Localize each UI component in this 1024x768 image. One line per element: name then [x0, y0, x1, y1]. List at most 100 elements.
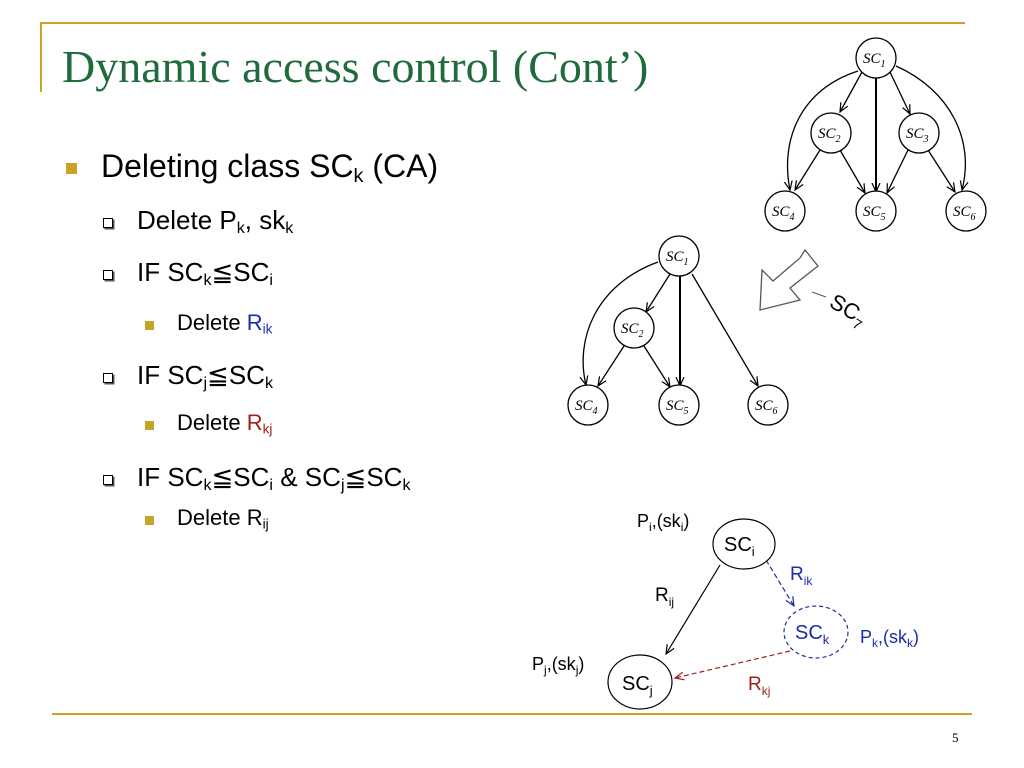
edge-1-2	[840, 71, 863, 112]
bullet-line: Delete Pk, skk	[137, 205, 293, 236]
text-run: Deleting class SC	[101, 148, 354, 184]
edge-2-5	[839, 149, 865, 193]
label-rik: Rik	[790, 564, 813, 588]
subscript: k	[353, 164, 364, 187]
svg-text:SC3: SC3	[906, 126, 929, 145]
svg-text:SC6: SC6	[953, 204, 976, 223]
removed-node-label: SC7	[824, 289, 872, 333]
label-rkj: Rkj	[748, 674, 770, 698]
label-pi: Pi,(ski)	[637, 511, 689, 534]
svg-text:SC1: SC1	[666, 249, 689, 268]
edge-a-2-4	[598, 345, 625, 386]
edge-1-3	[889, 71, 910, 114]
bullet-marker	[66, 163, 77, 174]
bullet-marker	[103, 475, 113, 485]
svg-text:SC6: SC6	[755, 398, 778, 417]
graph-after-nodes: SC1 SC2 SC4 SC5 SC6	[567, 235, 789, 426]
node-sc5	[855, 190, 897, 232]
frame-top-line	[40, 22, 965, 24]
text-run: R	[246, 310, 263, 335]
subscript: j	[203, 374, 208, 393]
svg-text:SC5: SC5	[863, 204, 886, 223]
edge-rkj	[675, 650, 791, 678]
node-sci	[712, 518, 776, 570]
svg-text:SCi: SCi	[724, 534, 755, 559]
node-sc1	[855, 37, 897, 79]
bullet-marker	[103, 373, 113, 383]
text-run: ≦SC	[207, 360, 265, 390]
subscript: k	[402, 476, 411, 495]
label-pj: Pj,(skj)	[532, 654, 584, 677]
bullet-line: Delete Rij	[177, 505, 269, 531]
text-run: R	[246, 410, 263, 435]
text-run: Delete	[177, 310, 247, 335]
edge-a-1-2	[646, 273, 671, 312]
text-run: Delete R	[177, 505, 263, 530]
svg-text:SC1: SC1	[863, 51, 886, 70]
bullet-line: Deleting class SCk (CA)	[101, 148, 439, 187]
label-pk: Pk,(skk)	[860, 627, 919, 650]
text-run: IF SC	[137, 462, 204, 492]
edge-3-5	[887, 149, 909, 193]
slide-title: Dynamic access control (Cont’)	[62, 41, 649, 92]
text-run: (CA)	[363, 148, 439, 184]
page-number: 5	[952, 730, 959, 745]
svg-text:SC2: SC2	[818, 126, 841, 145]
edge-a-2-5	[643, 345, 670, 387]
bullet-line: Delete Rik	[177, 310, 272, 336]
text-run: , sk	[244, 205, 286, 235]
node-a-sc5	[658, 384, 700, 426]
node-a-sc1	[658, 235, 700, 277]
node-a-sc4	[567, 384, 609, 426]
bullet-marker	[103, 218, 113, 228]
transition-arrow: SC7	[759, 248, 872, 333]
hierarchy-graph-after	[583, 261, 758, 387]
node-sc2	[810, 112, 852, 154]
node-sc6	[945, 190, 987, 232]
frame-bottom-line	[52, 713, 972, 715]
svg-text:SCj: SCj	[622, 673, 653, 698]
bullet-marker	[145, 421, 154, 430]
node-sc3	[898, 112, 940, 154]
edge-rik	[765, 559, 794, 606]
subscript: j	[340, 476, 345, 495]
node-sc4	[764, 190, 806, 232]
node-a-sc6	[747, 384, 789, 426]
bullet-line: Delete Rkj	[177, 410, 272, 436]
text-run: & SC	[273, 462, 341, 492]
subscript: k	[285, 219, 294, 238]
text-run: ≦SC	[344, 462, 403, 492]
frame-left-line	[40, 22, 42, 92]
edge-3-6	[927, 149, 955, 192]
subscript: ik	[262, 321, 273, 337]
edge-2-4	[795, 149, 821, 190]
text-run: ≦SC	[211, 257, 270, 287]
svg-text:SC4: SC4	[575, 398, 598, 417]
edge-1-6	[895, 65, 965, 190]
subscript: kj	[262, 421, 273, 437]
subscript: k	[236, 219, 245, 238]
node-sck	[783, 605, 849, 659]
label-rij: Rij	[655, 585, 674, 609]
subscript: k	[203, 476, 212, 495]
hierarchy-graph-before	[788, 65, 966, 193]
svg-text:SC4: SC4	[772, 204, 795, 223]
relation-diagram: SCi SCk SCj Pi,(ski) Pk,(skk) Pj,(skj) R…	[532, 511, 919, 710]
svg-text:SCk: SCk	[795, 622, 830, 647]
edge-a-1-4	[583, 261, 659, 385]
subscript: k	[264, 374, 274, 393]
subscript: k	[203, 271, 212, 290]
bullet-marker	[145, 516, 154, 525]
node-a-sc2	[613, 307, 655, 349]
subscript: i	[269, 476, 274, 495]
bullet-line: IF SCk≦SCi & SCj≦SCk	[137, 462, 411, 493]
subscript: ij	[262, 516, 269, 532]
svg-text:SC5: SC5	[666, 398, 689, 417]
subscript: i	[269, 271, 274, 290]
text-run: Delete	[177, 410, 247, 435]
text-run: ≦SC	[211, 462, 270, 492]
node-scj	[607, 654, 673, 710]
text-run: IF SC	[137, 257, 204, 287]
bullet-marker	[145, 321, 154, 330]
